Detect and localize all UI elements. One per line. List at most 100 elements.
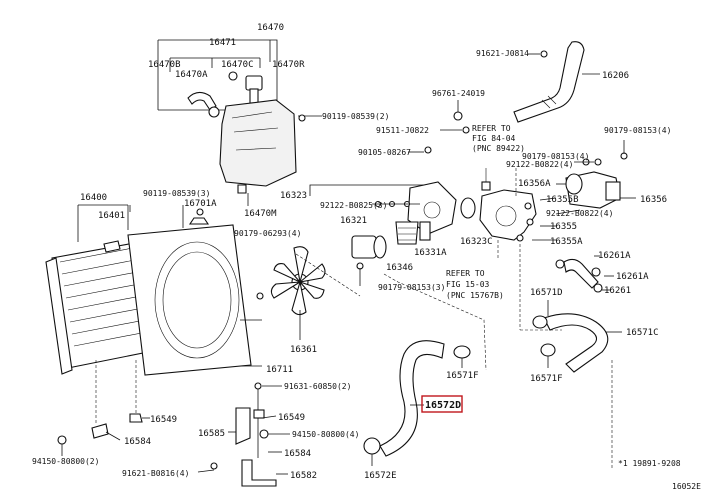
label-90119-08539-2: 90119-08539(2) <box>322 112 389 121</box>
label-91621-b0816: 91621-B0816(4) <box>122 469 189 478</box>
highlight-box <box>421 395 463 413</box>
label-16572d[interactable]: 16572D <box>425 400 461 411</box>
hose-clamp-icon <box>453 345 471 359</box>
water-outlet-16323[interactable] <box>407 181 457 235</box>
footer-notes: *1 19891-9208 16052E <box>618 459 701 491</box>
label-16356: 16356 <box>640 195 667 205</box>
radiator-hose-16571c[interactable] <box>543 313 609 373</box>
label-16261a-top: 16261A <box>598 251 631 261</box>
radiator-left-tank <box>45 257 73 375</box>
label-91631-60850: 91631-60850(2) <box>284 382 351 391</box>
label-16470a: 16470A <box>175 70 208 80</box>
label-pnc-89422: (PNC 89422) <box>472 144 525 153</box>
radiator-group: 16400 16401 90119-08539(3) 16701A 90179-… <box>32 189 359 487</box>
label-16549-right: 16549 <box>278 413 305 423</box>
radiator-hose-16572d[interactable] <box>379 340 445 457</box>
label-94150-80800-2: 94150-80800(2) <box>32 457 99 466</box>
fan-shroud[interactable] <box>127 224 252 376</box>
label-16711: 16711 <box>266 365 293 375</box>
hose-clamp-icon <box>259 429 269 439</box>
label-16585: 16585 <box>198 429 225 439</box>
label-16470m: 16470M <box>244 209 277 219</box>
label-90179-08153-4-mid: 90179-08153(4) <box>522 152 589 161</box>
bolt-icon <box>57 435 67 445</box>
label-16355b: 16355B <box>546 195 579 205</box>
hose-clamp-icon <box>591 267 601 277</box>
label-16261a-bottom: 16261A <box>616 272 649 282</box>
reservoir-cap[interactable] <box>245 75 263 91</box>
water-pipe-group: 91621-J0814 16206 96761-24019 91511-J082… <box>358 41 629 157</box>
cooling-fan[interactable] <box>270 246 326 316</box>
small-clip <box>228 71 238 81</box>
label-91621-j0814: 91621-J0814 <box>476 49 529 58</box>
hose-clamp-icon <box>532 315 548 329</box>
page-code: 16052E <box>672 482 701 491</box>
reservoir-tank[interactable] <box>219 99 297 187</box>
label-90179-06293: 90179-06293(4) <box>234 229 301 238</box>
label-16356a: 16356A <box>518 179 551 189</box>
label-pnc-15767b: (PNC 15767B) <box>446 291 504 300</box>
bolt-icon <box>524 202 532 210</box>
label-16400: 16400 <box>80 193 107 203</box>
tank-drain <box>237 184 247 194</box>
label-90179-08153-4-right: 90179-08153(4) <box>604 126 671 135</box>
label-92122-b0825: 92122-B0825(3) <box>320 201 387 210</box>
thermostat-gasket <box>373 235 387 259</box>
hose-clamp-icon <box>208 106 220 118</box>
water-inlet-16355a[interactable] <box>479 189 537 241</box>
bolt-icon <box>516 234 524 242</box>
hose-clamp-icon <box>555 259 565 269</box>
label-16571f-right: 16571F <box>530 374 563 384</box>
label-16470r: 16470R <box>272 60 305 70</box>
label-92122-b0822: 92122-B0822(4) <box>546 209 613 218</box>
gasket-16323c <box>460 197 476 219</box>
label-91511-j0822: 91511-J0822 <box>376 126 429 135</box>
bypass-hose-16261[interactable] <box>563 258 599 289</box>
bypass-hose-group: 16261A 16261A 16261 16571D 16571C 16571F <box>530 251 659 470</box>
gasket-16346 <box>395 221 419 245</box>
water-pipe-16206[interactable] <box>513 41 585 123</box>
label-16261: 16261 <box>604 286 631 296</box>
label-16361: 16361 <box>290 345 317 355</box>
lower-hose-group: 16572D 16572E 16571F <box>363 340 479 481</box>
star-note: *1 19891-9208 <box>618 459 681 468</box>
bracket-16585 <box>235 407 251 445</box>
sensor-plug <box>481 181 491 191</box>
label-16401: 16401 <box>98 211 125 221</box>
radiator-cap[interactable] <box>103 240 121 253</box>
thermostat-16321[interactable] <box>351 235 377 259</box>
reservoir-tank-group: 16470 16471 16470B 16470C 16470R 16470A … <box>148 23 389 219</box>
bolt-icon <box>462 126 470 134</box>
label-16331a: 16331A <box>414 248 447 258</box>
hose-clamp-icon <box>593 283 603 293</box>
label-94150-80800-4: 94150-80800(4) <box>292 430 359 439</box>
bolt-icon <box>256 292 264 300</box>
label-16571f-left: 16571F <box>446 371 479 381</box>
label-16571d: 16571D <box>530 288 563 298</box>
label-16470b: 16470B <box>148 60 181 70</box>
label-16323: 16323 <box>280 191 307 201</box>
thermostat-group: 16323 92122-B0825(3) 16321 16346 16331A … <box>280 181 504 371</box>
label-16582: 16582 <box>290 471 317 481</box>
label-16206: 16206 <box>602 71 629 81</box>
bypass-pipe <box>605 181 621 201</box>
label-16701a: 16701A <box>184 199 217 209</box>
label-90119-08539-3: 90119-08539(3) <box>143 189 210 198</box>
label-16321: 16321 <box>340 216 367 226</box>
hose-clamp-icon <box>540 343 556 357</box>
cap-neck <box>249 88 259 104</box>
bolt-icon <box>210 462 218 470</box>
label-16572e: 16572E <box>364 471 397 481</box>
label-90105-08267: 90105-08267 <box>358 148 411 157</box>
cushion-16584 <box>91 423 109 439</box>
hose-clamp-icon <box>363 437 381 455</box>
label-16355: 16355 <box>550 222 577 232</box>
label-refer-to-1: REFER TO <box>472 124 511 133</box>
label-16471: 16471 <box>209 38 236 48</box>
gasket-16331a <box>419 221 431 241</box>
bolt-icon <box>594 158 602 166</box>
label-92122-b0822-top: 92122-B0822(4) <box>506 160 573 169</box>
label-16584-right: 16584 <box>284 449 311 459</box>
cushion-16549b <box>129 413 143 423</box>
